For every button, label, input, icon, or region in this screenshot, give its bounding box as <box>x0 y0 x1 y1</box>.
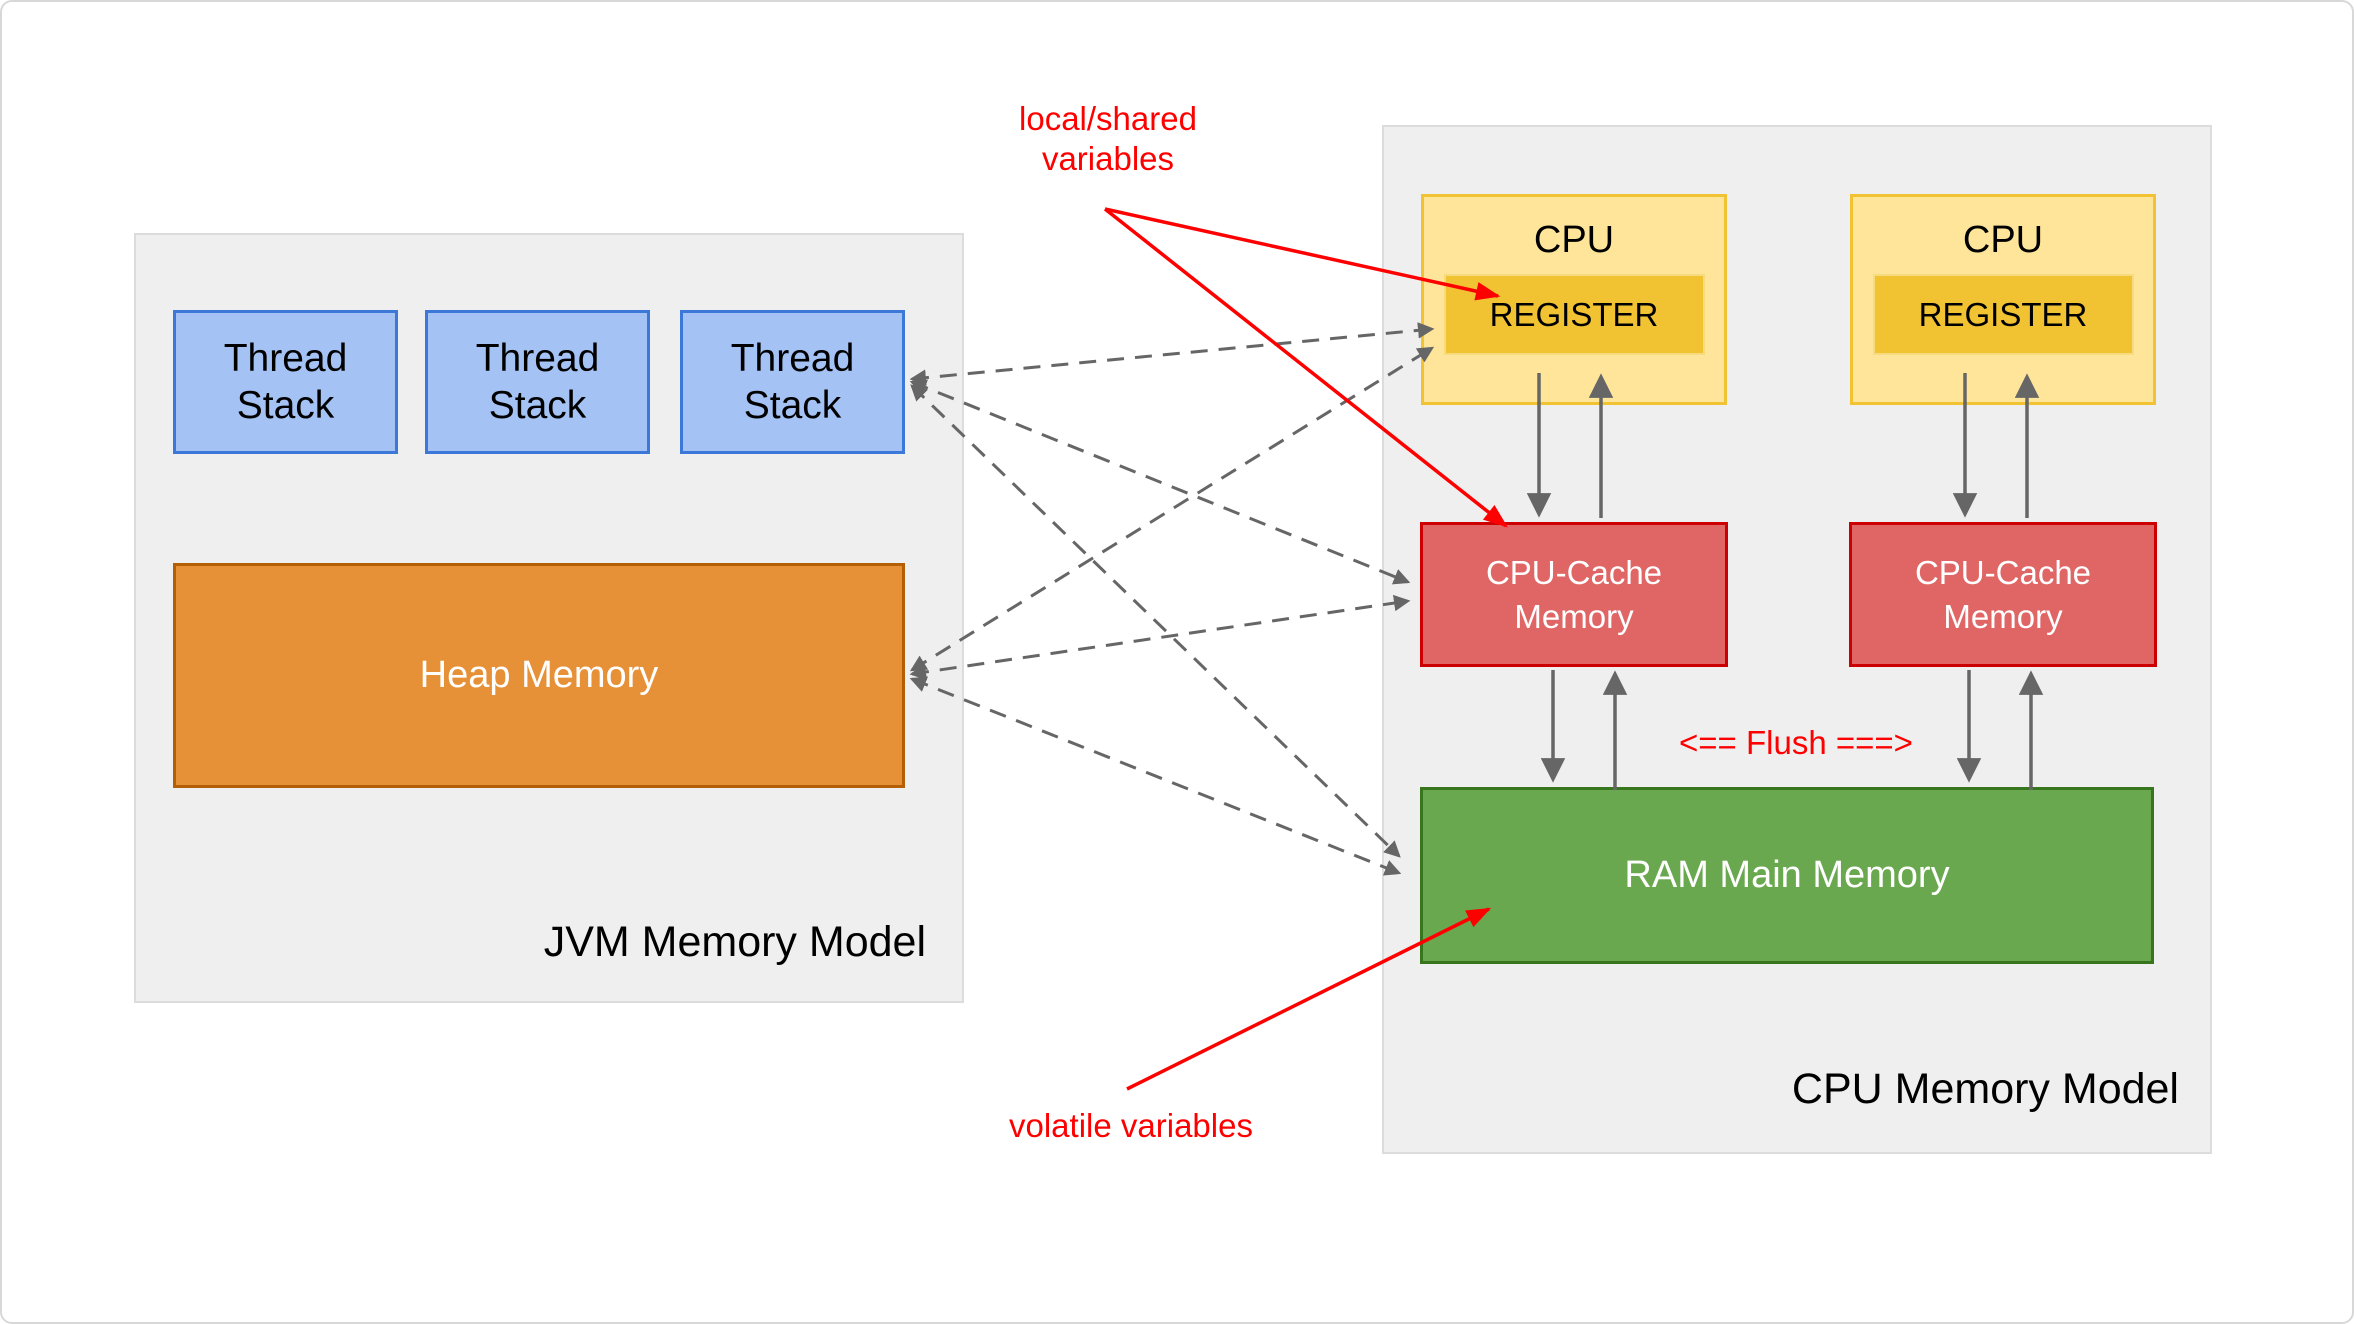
cpu-label: CPU <box>1533 219 1615 261</box>
thread-stack-box-3: Thread Stack <box>680 310 905 454</box>
cpu-model-title: CPU Memory Model <box>1791 1065 2179 1113</box>
cpu-cache-box-2: CPU-Cache Memory <box>1849 522 2157 667</box>
heap-memory-label: Heap Memory <box>419 654 659 696</box>
connector-threadstack-ram <box>910 384 1401 858</box>
cpu-cache-label: CPU-Cache Memory <box>1914 553 2092 635</box>
cpu-box-1: CPU REGISTER <box>1421 194 1727 405</box>
thread-stack-label: Thread Stack <box>223 337 348 427</box>
cpu-cache-label: CPU-Cache Memory <box>1485 553 1663 635</box>
ram-main-memory-label: RAM Main Memory <box>1624 854 1950 896</box>
connector-threadstack-cache <box>909 379 1411 585</box>
connector-heap-cache <box>909 594 1411 681</box>
cpu-box-2: CPU REGISTER <box>1850 194 2156 405</box>
thread-stack-box-2: Thread Stack <box>425 310 650 454</box>
cpu-label: CPU <box>1962 219 2044 261</box>
thread-stack-label: Thread Stack <box>475 337 600 427</box>
local-shared-variables-annotation: local/shared variables <box>1019 100 1197 177</box>
register-box-2: REGISTER <box>1872 274 2134 355</box>
dashed-connectors <box>909 322 1435 876</box>
connector-heap-ram <box>909 676 1402 876</box>
connector-heap-register <box>909 346 1435 672</box>
thread-stack-label: Thread Stack <box>730 337 855 427</box>
thread-stack-box-1: Thread Stack <box>173 310 398 454</box>
register-box-1: REGISTER <box>1443 274 1705 355</box>
connector-threadstack-register <box>909 322 1435 386</box>
flush-annotation: <== Flush ===> <box>1679 724 1913 761</box>
heap-memory-box: Heap Memory <box>173 563 905 788</box>
cpu-cache-box-1: CPU-Cache Memory <box>1420 522 1728 667</box>
volatile-variables-annotation: volatile variables <box>1009 1107 1253 1144</box>
jvm-model-title: JVM Memory Model <box>543 918 926 966</box>
ram-main-memory-box: RAM Main Memory <box>1420 787 2154 964</box>
